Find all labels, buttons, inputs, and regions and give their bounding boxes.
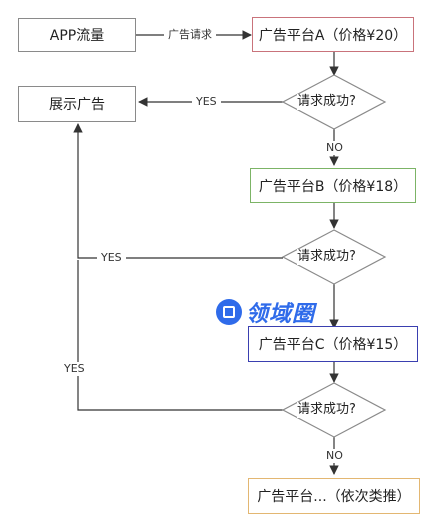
decision-2-text: 请求成功? — [297, 249, 356, 265]
yes-label-3: YES — [60, 362, 89, 376]
show-ad-label: 展示广告 — [49, 97, 105, 113]
show-ad-box: 展示广告 — [18, 86, 136, 122]
decision-1-text: 请求成功? — [297, 94, 356, 110]
watermark-text: 领域圈 — [246, 302, 316, 327]
edge-d3-yes — [77, 260, 283, 411]
yes-label-2: YES — [97, 251, 126, 265]
no-label-1: NO — [322, 141, 347, 155]
platform-more-label: 广告平台...（依次类推） — [257, 489, 411, 505]
platform-c-label: 广告平台C（价格¥15） — [258, 337, 408, 353]
platform-a-label: 广告平台A（价格¥20） — [258, 27, 408, 44]
platform-a-box: 广告平台A（价格¥20） — [252, 17, 414, 52]
decision-3-text: 请求成功? — [297, 402, 356, 418]
platform-b-label: 广告平台B（价格¥18） — [258, 178, 408, 195]
watermark-logo: 领域圈 — [216, 297, 315, 327]
ad-request-label: 广告请求 — [164, 28, 216, 42]
app-traffic-box: APP流量 — [18, 18, 136, 52]
platform-more-box: 广告平台...（依次类推） — [248, 478, 420, 514]
edge-d2-yes — [73, 123, 283, 259]
watermark-icon — [216, 299, 242, 325]
platform-c-box: 广告平台C（价格¥15） — [248, 326, 418, 362]
no-label-2: NO — [322, 449, 347, 463]
app-traffic-label: APP流量 — [49, 28, 105, 44]
yes-label-1: YES — [192, 95, 221, 109]
platform-b-box: 广告平台B（价格¥18） — [250, 168, 416, 203]
